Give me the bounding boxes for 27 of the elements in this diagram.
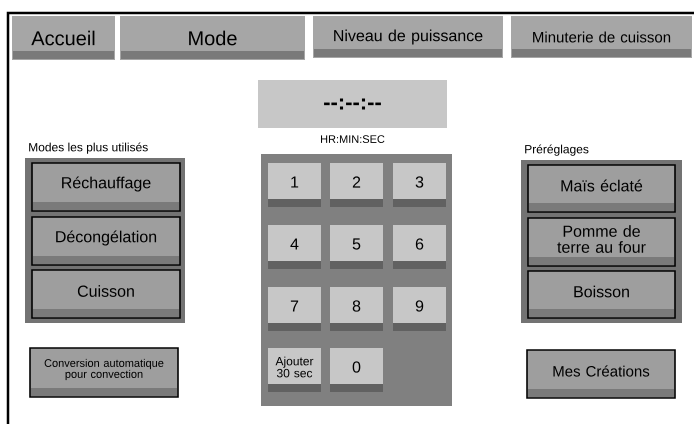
tab-button: Accueil — [12, 16, 115, 60]
mode-button: Réchauffage — [31, 162, 181, 212]
tab-button: Niveau de puissance — [313, 16, 503, 58]
mode-button: Maïs éclaté — [527, 164, 676, 213]
time-display: --:--:-- — [258, 80, 447, 128]
mode-button: Boisson — [527, 270, 676, 319]
panel-heading: Préréglages — [525, 144, 588, 156]
mode-button: Décongélation — [31, 216, 181, 266]
mode-button: Mes Créations — [526, 349, 676, 399]
mode-button: Pomme de terre au four — [527, 217, 676, 267]
keypad-key: 7 — [268, 287, 321, 331]
keypad-key: 4 — [268, 225, 321, 269]
keypad-key: 3 — [393, 163, 446, 207]
keypad-key: 5 — [330, 225, 383, 269]
mode-button: Conversion automatique pour convection — [29, 347, 179, 398]
tab-button: Mode — [120, 16, 305, 60]
panel-heading: Modes les plus utilisés — [29, 142, 148, 154]
keypad-key: 0 — [330, 348, 383, 392]
keypad-key: 9 — [393, 287, 446, 331]
keypad-key: 8 — [330, 287, 383, 331]
keypad-key: 2 — [330, 163, 383, 207]
mode-button: Cuisson — [31, 269, 181, 319]
display-caption: HR:MIN:SEC — [321, 135, 384, 143]
keypad-key: Ajouter 30 sec — [268, 348, 321, 392]
keypad-key: 1 — [268, 163, 321, 207]
keypad-key: 6 — [393, 225, 446, 269]
tab-button: Minuterie de cuisson — [511, 16, 692, 58]
